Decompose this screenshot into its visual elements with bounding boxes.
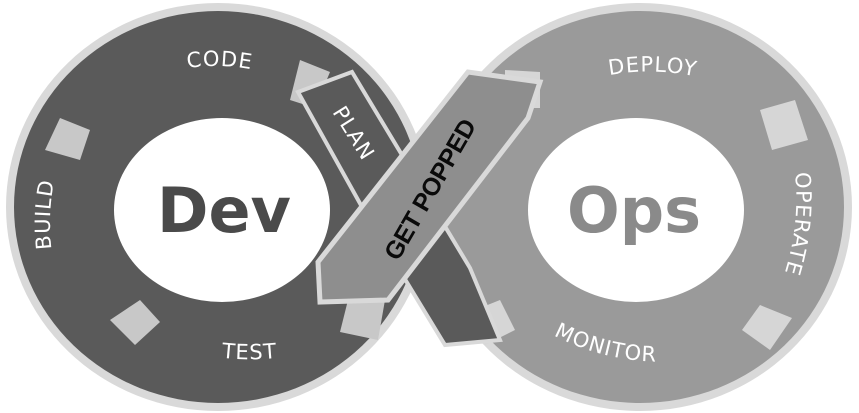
stage-label-code: CODE xyxy=(185,47,254,74)
dev-word: Dev xyxy=(157,174,291,247)
inner-holes xyxy=(114,118,744,302)
stage-label-test: TEST xyxy=(220,339,278,365)
stage-label-build: BUILD xyxy=(31,178,59,251)
ops-word: Ops xyxy=(567,174,701,247)
get-popped-banner: GET POPPED xyxy=(315,69,544,305)
